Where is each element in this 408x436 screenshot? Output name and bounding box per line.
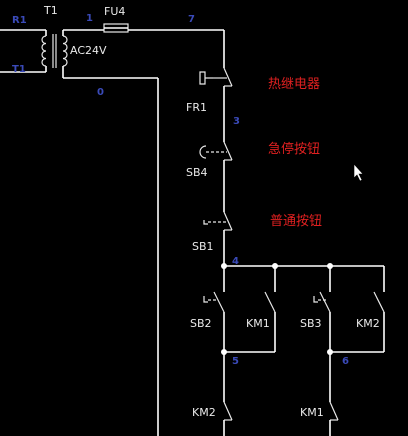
net-label: 1 (86, 13, 93, 24)
transformer-label: T1 (43, 4, 58, 17)
fuse-label: FU4 (104, 5, 125, 18)
net-label: T1 (12, 64, 26, 75)
sb2-contact (203, 291, 225, 313)
net-label: R1 (12, 15, 27, 26)
emergency-stop-annotation: 急停按钮 (268, 141, 320, 157)
km1-label: KM1 (246, 317, 270, 330)
km2-holding-contact (373, 291, 385, 313)
transformer-secondary-coil (62, 35, 68, 67)
normal-button-annotation: 普通按钮 (270, 214, 322, 229)
km1-holding-contact (264, 291, 276, 313)
thermal-relay-label: FR1 (186, 101, 207, 114)
emergency-stop-label: SB4 (186, 166, 208, 179)
normal-button-contact (203, 211, 233, 231)
emergency-stop-contact (199, 141, 233, 161)
sb2-label: SB2 (190, 317, 212, 330)
km2-label: KM2 (356, 317, 380, 330)
net-label: 6 (342, 356, 349, 367)
km1-interlock-contact (329, 401, 339, 421)
sb3-label: SB3 (300, 317, 322, 330)
cursor-icon (353, 163, 364, 182)
thermal-relay-annotation: 热继电器 (268, 77, 320, 92)
net-label: 4 (232, 256, 239, 267)
transformer-primary-coil (41, 35, 47, 67)
net-label: 3 (233, 116, 240, 127)
net-label: 5 (232, 356, 239, 367)
km1-interlock-label: KM1 (300, 406, 324, 419)
thermal-relay-contact (199, 67, 233, 87)
net-label: 0 (97, 87, 104, 98)
km2-interlock-label: KM2 (192, 406, 216, 419)
km2-interlock-contact (223, 401, 233, 421)
normal-button-label: SB1 (192, 240, 214, 253)
voltage-label: AC24V (70, 44, 107, 57)
net-label: 7 (188, 14, 195, 25)
sb3-contact (313, 291, 331, 313)
